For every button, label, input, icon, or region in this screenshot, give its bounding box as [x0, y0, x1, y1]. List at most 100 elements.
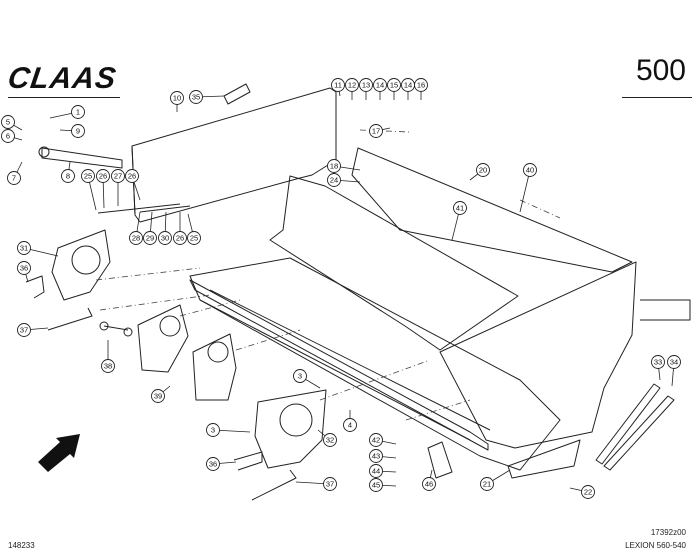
callout-29: 29	[143, 211, 157, 245]
diagram-code-left: 148233	[8, 541, 35, 550]
gas-strut-34	[603, 395, 675, 471]
callout-leader	[519, 169, 531, 213]
callout-number: 41	[456, 204, 464, 213]
callout-16: 16	[414, 78, 428, 100]
callout-37: 37	[17, 323, 49, 337]
callout-15: 15	[387, 78, 401, 100]
callout-circle	[189, 90, 203, 104]
callout-26: 26	[125, 169, 141, 201]
right-side-wall	[439, 261, 637, 449]
callout-number: 29	[146, 234, 154, 243]
cylinder-8	[41, 147, 123, 169]
callout-34: 34	[667, 355, 681, 387]
callout-number: 27	[114, 172, 122, 181]
callout-number: 32	[326, 436, 334, 445]
page-number: 500	[635, 54, 686, 87]
callout-5: 5	[1, 115, 23, 131]
callout-circle	[422, 477, 436, 491]
callout-20: 20	[469, 163, 490, 181]
callout-number: 26	[99, 172, 107, 181]
callout-number: 13	[362, 81, 370, 90]
callout-13: 13	[359, 78, 373, 100]
callout-circle	[369, 124, 383, 138]
callout-circle	[17, 241, 31, 255]
callout-number: 24	[330, 176, 338, 185]
callout-14: 14	[401, 78, 415, 100]
callout-number: 37	[20, 326, 28, 335]
callout-4: 4	[343, 410, 357, 432]
lower-trough	[189, 257, 561, 471]
callout-40: 40	[519, 163, 537, 213]
callout-circle	[667, 355, 681, 369]
callout-36: 36	[17, 261, 31, 283]
beater-tube	[640, 299, 691, 321]
top-plate	[131, 87, 337, 223]
callout-circle	[369, 449, 383, 463]
callout-44: 44	[369, 464, 397, 478]
callout-circle	[151, 389, 165, 403]
callout-number: 35	[192, 93, 200, 102]
plate-32	[254, 389, 327, 469]
callout-25: 25	[81, 169, 97, 211]
callout-circle	[7, 171, 21, 185]
callout-6: 6	[1, 129, 23, 143]
direction-arrow	[38, 434, 80, 472]
header-rule-right	[622, 97, 692, 98]
callout-number: 8	[66, 172, 70, 181]
callout-number: 34	[670, 358, 678, 367]
callout-number: 4	[348, 421, 352, 430]
callout-number: 5	[6, 118, 10, 127]
assembly-lines	[95, 129, 561, 421]
callout-number: 43	[372, 452, 380, 461]
bracket-37b	[251, 469, 297, 501]
callout-circle	[173, 231, 187, 245]
callout-circle	[323, 433, 337, 447]
plate-46	[427, 441, 453, 479]
callout-circle	[331, 78, 345, 92]
callout-12: 12	[345, 78, 359, 100]
callout-number: 14	[376, 81, 384, 90]
callout-28: 28	[129, 211, 143, 245]
shield-39b	[192, 333, 237, 401]
callout-number: 30	[161, 234, 169, 243]
callout-circle	[480, 477, 494, 491]
link-35	[223, 83, 251, 105]
callout-45: 45	[369, 478, 397, 492]
callout-circle	[1, 115, 15, 129]
callout-circle	[369, 433, 383, 447]
callout-24: 24	[327, 173, 361, 187]
callout-number: 36	[209, 460, 217, 469]
callout-22: 22	[569, 485, 595, 499]
bracket-37a	[47, 307, 93, 331]
callout-number: 10	[173, 94, 181, 103]
callout-circle	[101, 359, 115, 373]
callout-26: 26	[173, 212, 187, 245]
callout-number: 18	[330, 162, 338, 171]
callout-number: 3	[298, 372, 302, 381]
callout-circle	[369, 478, 383, 492]
callout-number: 1	[76, 108, 80, 117]
callout-circle	[61, 169, 75, 183]
beater-drum	[351, 147, 633, 273]
callout-circle	[125, 169, 139, 183]
callout-number: 12	[348, 81, 356, 90]
callout-8: 8	[61, 161, 75, 183]
callout-32: 32	[317, 429, 337, 447]
callout-number: 25	[84, 172, 92, 181]
callout-circle	[651, 355, 665, 369]
shield-31	[51, 229, 111, 301]
callout-circle	[96, 169, 110, 183]
callout-9: 9	[59, 124, 85, 138]
callout-number: 39	[154, 392, 162, 401]
callout-number: 15	[390, 81, 398, 90]
callout-number: 26	[176, 234, 184, 243]
callout-circle	[293, 369, 307, 383]
callout-10: 10	[170, 91, 184, 112]
callout-14: 14	[373, 78, 387, 100]
callout-27: 27	[111, 169, 125, 206]
callout-circle	[81, 169, 95, 183]
gas-strut-33	[595, 383, 661, 465]
